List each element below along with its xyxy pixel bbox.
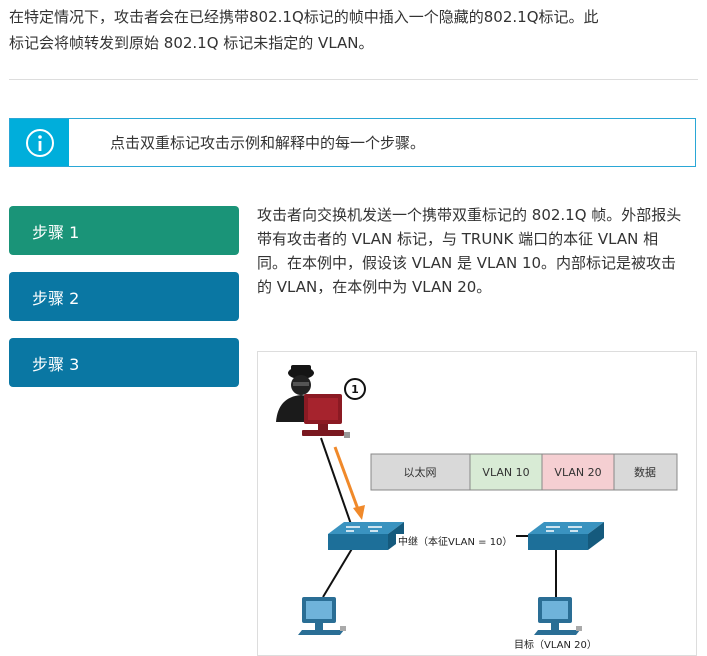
frame-vlan20-label: VLAN 20 [554,466,601,479]
step-3-label: 步骤 3 [32,354,80,374]
frame-ethernet-label: 以太网 [404,466,437,479]
attacker-icon [276,365,350,438]
trunk-label: 中继（本征VLAN = 10） [398,535,512,548]
target-host-icon [534,597,582,635]
intro-line-2: 标记会将帧转发到原始 802.1Q 标记未指定的 VLAN。 [9,34,374,52]
info-icon-panel [10,119,69,166]
switch-right-icon [528,522,604,550]
intro-text: 在特定情况下，攻击者会在已经携带802.1Q标记的帧中插入一个隐藏的802.1Q… [9,4,699,56]
divider [9,79,698,80]
switch-host-link [322,546,354,598]
attacker-switch-link [320,437,354,531]
info-icon [25,128,54,157]
frame-data: 数据 [613,453,678,491]
frame-vlan20: VLAN 20 [541,453,615,491]
target-label: 目标（VLAN 20） [514,639,597,651]
switch-left-icon [328,522,404,550]
frame-arrow [333,446,365,520]
step-description: 攻击者向交换机发送一个携带双重标记的 802.1Q 帧。外部报头带有攻击者的 V… [257,206,682,296]
info-text: 点击双重标记攻击示例和解释中的每一个步骤。 [110,134,426,152]
info-callout: 点击双重标记攻击示例和解释中的每一个步骤。 [9,118,696,167]
frame-vlan10: VLAN 10 [469,453,543,491]
double-tagging-diagram: 1 以太网 VLAN 10 VLAN 20 数据 [257,351,697,656]
host-left-icon [298,597,346,635]
intro-line-1: 在特定情况下，攻击者会在已经携带802.1Q标记的帧中插入一个隐藏的802.1Q… [9,8,599,26]
frame-data-label: 数据 [634,465,656,479]
frame-ethernet: 以太网 [370,453,471,491]
step-1-label: 步骤 1 [32,222,80,242]
step-3-button[interactable]: 步骤 3 [9,338,239,387]
step-badge-number: 1 [351,383,359,396]
step-2-label: 步骤 2 [32,288,80,308]
step-1-button[interactable]: 步骤 1 [9,206,239,255]
frame-vlan10-label: VLAN 10 [482,466,529,479]
step-badge: 1 [344,378,366,400]
step-2-button[interactable]: 步骤 2 [9,272,239,321]
